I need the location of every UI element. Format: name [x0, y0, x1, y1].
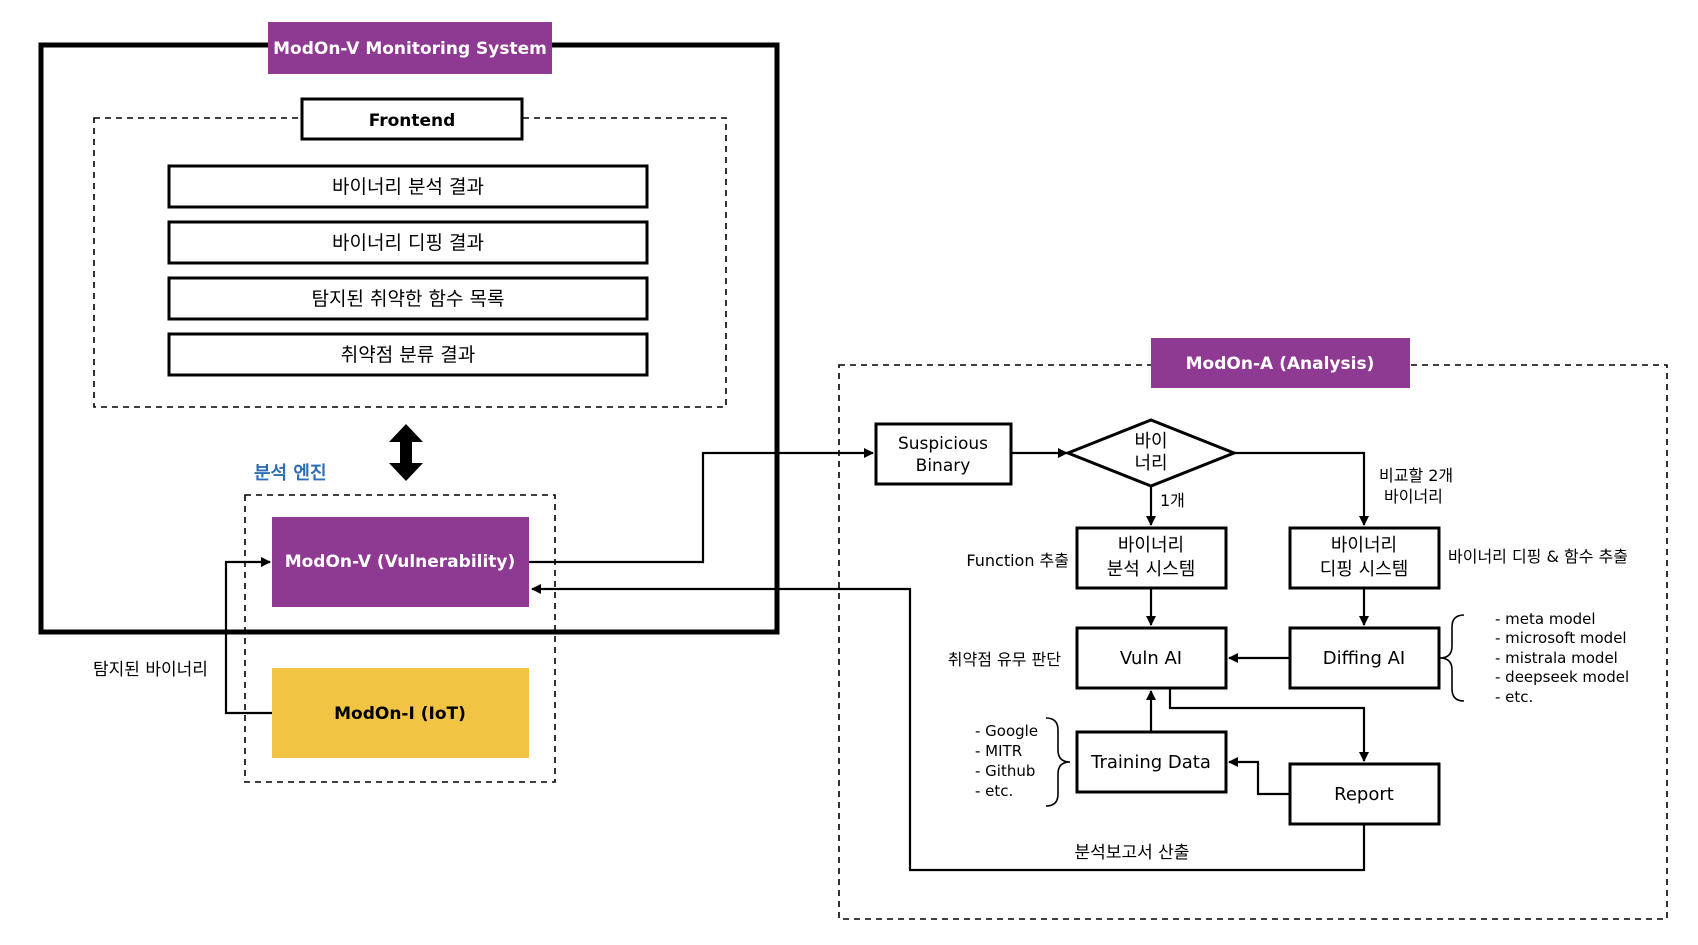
- vulnerability-module-box: [272, 517, 529, 607]
- model-item: - mistrala model: [1495, 649, 1618, 667]
- model-item: - microsoft model: [1495, 629, 1627, 647]
- binary-analysis-system-label: 바이너리: [1118, 535, 1184, 556]
- detected-binary-label: 탐지된 바이너리: [93, 660, 208, 680]
- iot-module-label: ModOn-I (IoT): [334, 704, 466, 724]
- frontend-item-label: 탐지된 취약한 함수 목록: [312, 288, 505, 310]
- frontend-title: Frontend: [369, 111, 456, 131]
- frontend-item-label: 바이너리 분석 결과: [332, 176, 484, 198]
- engine-group: [244, 494, 556, 783]
- models-brace: [1439, 614, 1465, 702]
- report-label: Report: [1334, 784, 1394, 805]
- frontend-title-box: [300, 97, 524, 141]
- vulnerability-module-label: ModOn-V (Vulnerability): [285, 552, 516, 572]
- training-data-label: Training Data: [1090, 752, 1211, 773]
- analysis-title-box: [1151, 338, 1410, 388]
- source-item: - Google: [975, 722, 1038, 740]
- to-suspicious-binary-arrow: [529, 448, 874, 564]
- model-item: - deepseek model: [1495, 668, 1629, 686]
- report-output-arrow: [531, 584, 1366, 872]
- analysis-group: [838, 364, 1668, 920]
- sources-brace: [1045, 717, 1071, 807]
- diffing-ai-box: [1288, 626, 1441, 690]
- source-item: - etc.: [975, 782, 1013, 800]
- branch-two-label: 바이너리: [1384, 487, 1443, 506]
- monitoring-system-title: ModOn-V Monitoring System: [273, 39, 547, 59]
- report-to-training-arrow: [1228, 757, 1290, 796]
- frontend-item-label: 바이너리 디핑 결과: [332, 232, 484, 254]
- frontend-item-classification-result: [167, 332, 649, 377]
- branch-two-label: 비교할 2개: [1379, 466, 1453, 485]
- diff-extract-label: 바이너리 디핑 & 함수 추출: [1448, 547, 1628, 566]
- detected-binary-arrow: [224, 557, 272, 715]
- source-item: - MITR: [975, 742, 1022, 760]
- frontend-item-label: 취약점 분류 결과: [341, 344, 475, 366]
- binary-diffing-system-label: 바이너리: [1331, 535, 1397, 556]
- analysis-title: ModOn-A (Analysis): [1186, 354, 1375, 374]
- frontend-item-vulnerable-functions: [167, 276, 649, 321]
- model-item: - etc.: [1495, 688, 1533, 706]
- branch-one-label: 1개: [1160, 491, 1185, 510]
- iot-module-box: [272, 668, 529, 758]
- engine-label: 분석 엔진: [254, 463, 327, 484]
- frontend-item-analysis-result: [167, 164, 649, 209]
- branch-two-arrow: [1234, 451, 1369, 526]
- function-extract-label: Function 추출: [966, 551, 1069, 570]
- decision-label: 너리: [1134, 453, 1167, 474]
- decision-label: 바이: [1134, 431, 1167, 452]
- vuln-ai-label: Vuln AI: [1120, 648, 1182, 669]
- binary-analysis-system-label: 분석 시스템: [1107, 559, 1196, 580]
- frontend-item-diffing-result: [167, 220, 649, 265]
- vuln-to-report-arrow: [1168, 688, 1369, 762]
- report-output-label: 분석보고서 산출: [1075, 843, 1190, 863]
- vuln-judge-label: 취약점 유무 판단: [948, 650, 1061, 669]
- model-item: - meta model: [1495, 610, 1596, 628]
- binary-analysis-system-box: [1075, 526, 1228, 590]
- monitoring-system-title-box: [268, 22, 552, 74]
- source-item: - Github: [975, 762, 1035, 780]
- suspicious-binary-box: [874, 422, 1013, 486]
- vuln-ai-box: [1075, 626, 1228, 690]
- binary-diffing-system-label: 디핑 시스템: [1320, 559, 1409, 580]
- suspicious-binary-label: Suspicious: [898, 434, 988, 454]
- bidirectional-arrow-icon: [389, 424, 423, 481]
- suspicious-binary-label: Binary: [916, 456, 971, 476]
- diffing-ai-label: Diffing AI: [1323, 648, 1405, 669]
- frontend-group: [93, 117, 727, 408]
